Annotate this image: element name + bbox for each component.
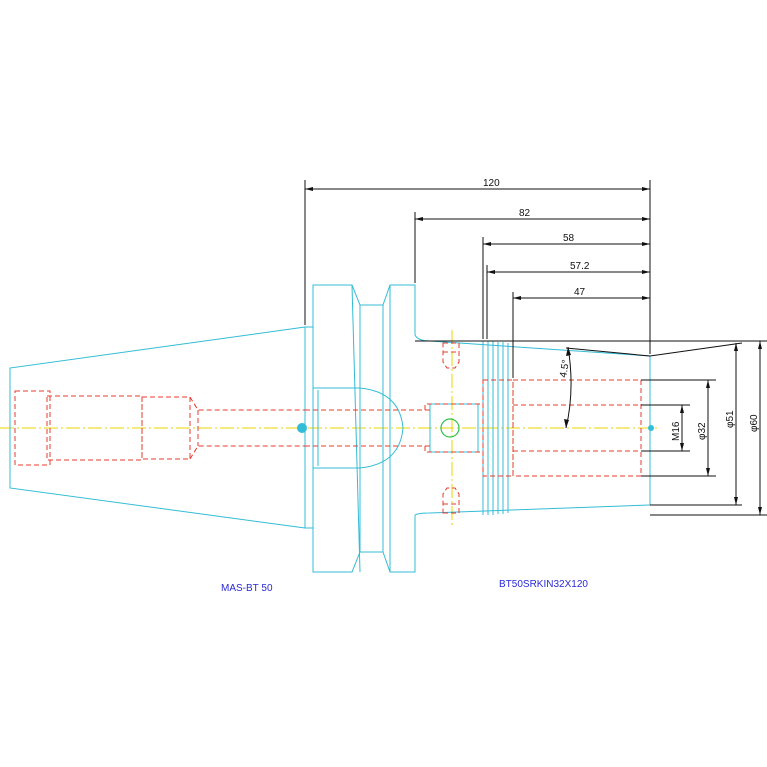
- flange-body: [305, 284, 416, 573]
- chuck-body: [414, 334, 651, 516]
- dim-m16: M16: [671, 421, 682, 441]
- gauge-point-left: [297, 423, 307, 433]
- dim-phi32: φ32: [697, 422, 708, 440]
- model-label: BT50SRKIN32X120: [499, 579, 588, 590]
- dim-120: 120: [483, 178, 500, 189]
- gauge-point-right: [648, 425, 654, 431]
- dim-phi60: φ60: [749, 414, 760, 432]
- dim-57-2: 57.2: [570, 261, 590, 272]
- dim-58: 58: [563, 233, 575, 244]
- dim-angle: 4.5°: [558, 359, 572, 379]
- dimension-lines: [304, 180, 767, 516]
- hidden-lines: [14, 342, 642, 514]
- coolant-hole: [440, 418, 460, 438]
- dim-82: 82: [519, 208, 531, 219]
- dim-47: 47: [574, 287, 586, 298]
- dim-phi51: φ51: [725, 410, 736, 428]
- taper-label: MAS-BT 50: [221, 583, 273, 594]
